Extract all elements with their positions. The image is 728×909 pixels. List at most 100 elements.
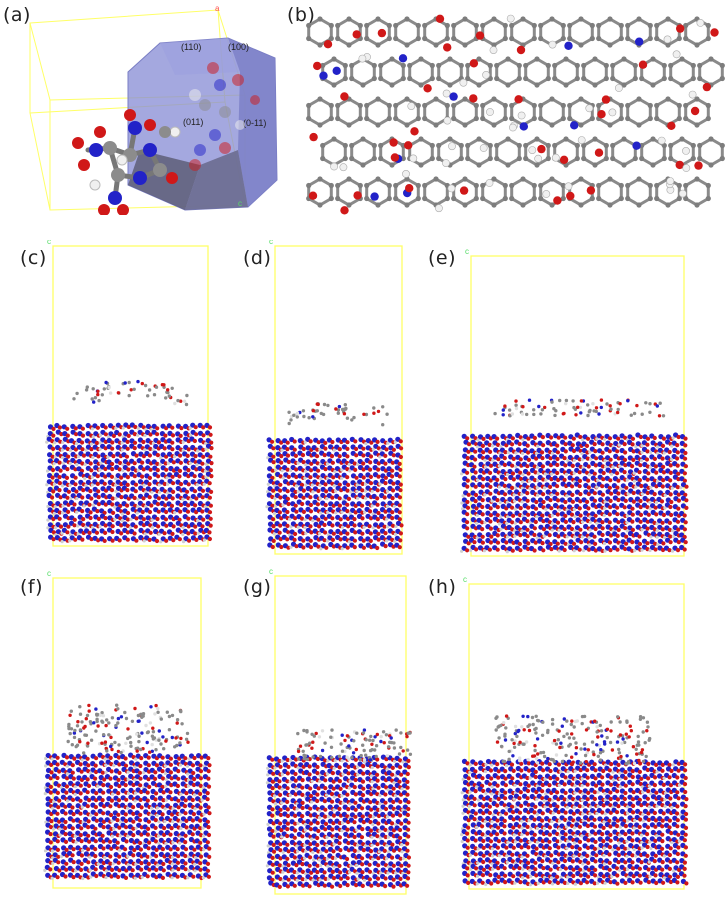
oxygen-atom bbox=[93, 805, 98, 810]
carbon-atom bbox=[378, 155, 384, 162]
hydrogen-atom bbox=[483, 520, 487, 525]
oxygen-atom bbox=[316, 786, 321, 791]
hydrogen-atom bbox=[303, 525, 307, 529]
oxygen-atom bbox=[199, 755, 204, 760]
oxygen-atom bbox=[579, 540, 584, 545]
hydrogen-atom bbox=[385, 517, 389, 521]
oxygen-atom bbox=[153, 776, 158, 781]
oxygen-atom bbox=[323, 530, 328, 535]
hydrogen-atom bbox=[133, 778, 137, 782]
hydrogen-atom bbox=[45, 469, 50, 473]
oxygen-atom bbox=[192, 755, 197, 761]
oxygen-atom bbox=[645, 442, 650, 447]
oxygen-atom bbox=[65, 446, 70, 452]
oxygen-atom bbox=[586, 506, 591, 511]
oxygen-atom bbox=[96, 516, 101, 521]
oxygen-atom bbox=[88, 510, 93, 515]
oxygen-atom bbox=[682, 527, 687, 532]
oxygen-atom bbox=[502, 462, 507, 468]
carbon-atom bbox=[480, 115, 486, 122]
oxygen-atom bbox=[562, 456, 567, 461]
oxygen-atom bbox=[138, 776, 143, 781]
oxygen-atom bbox=[87, 798, 92, 803]
hydrogen-atom bbox=[83, 476, 87, 480]
oxygen-atom bbox=[556, 534, 561, 539]
carbon-atom bbox=[603, 75, 609, 82]
oxygen-atom bbox=[563, 513, 568, 518]
oxygen-atom bbox=[474, 506, 479, 511]
hydrogen-atom bbox=[52, 482, 56, 486]
sheet-atom bbox=[301, 409, 306, 413]
sheet-atom bbox=[101, 733, 106, 737]
hex-ring bbox=[582, 57, 608, 87]
hydrogen-atom bbox=[505, 550, 509, 554]
oxygen-atom bbox=[361, 764, 366, 769]
hydrogen-atom bbox=[136, 468, 140, 472]
oxygen-atom bbox=[473, 457, 478, 462]
oxygen-atom bbox=[301, 531, 306, 536]
oxygen-atom bbox=[178, 502, 184, 508]
oxygen-atom bbox=[510, 520, 515, 525]
oxygen-atom bbox=[466, 541, 471, 546]
carbon-atom bbox=[393, 102, 399, 109]
carbon-atom bbox=[509, 35, 515, 42]
oxygen-atom bbox=[179, 426, 184, 431]
oxygen-atom bbox=[661, 436, 666, 441]
carbon-atom bbox=[683, 22, 689, 29]
oxygen-atom bbox=[132, 495, 137, 501]
hydrogen-atom bbox=[442, 89, 451, 98]
carbon-atom bbox=[331, 136, 337, 142]
axis-letter-c: c bbox=[47, 570, 51, 578]
oxygen-atom bbox=[480, 540, 485, 545]
oxygen-atom bbox=[154, 867, 159, 872]
oxygen-atom bbox=[160, 847, 165, 852]
hydrogen-atom bbox=[550, 522, 555, 526]
oxygen-atom bbox=[526, 541, 531, 546]
hydrogen-atom bbox=[649, 485, 653, 489]
carbon-atom bbox=[545, 142, 551, 149]
oxygen-atom bbox=[559, 155, 569, 164]
sheet-atom bbox=[295, 411, 300, 415]
hydrogen-atom bbox=[614, 84, 623, 92]
oxygen-atom bbox=[200, 488, 206, 493]
hydrogen-atom bbox=[296, 490, 300, 494]
hex-ring bbox=[365, 97, 391, 127]
oxygen-atom bbox=[571, 541, 577, 546]
oxygen-atom bbox=[154, 791, 159, 796]
oxygen-atom bbox=[48, 867, 53, 872]
sheet-atom bbox=[162, 385, 166, 389]
sheet-atom bbox=[104, 723, 108, 728]
oxygen-atom bbox=[518, 470, 523, 475]
carbon-atom bbox=[415, 182, 421, 189]
oxygen-atom bbox=[132, 847, 137, 853]
oxygen-atom bbox=[368, 460, 373, 465]
sheet-atom bbox=[597, 412, 601, 416]
oxygen-atom bbox=[630, 512, 635, 517]
hydrogen-atom bbox=[499, 527, 503, 531]
carbon-atom bbox=[578, 96, 584, 102]
hydrogen-atom bbox=[363, 482, 368, 486]
oxygen-atom bbox=[71, 818, 76, 823]
hydrogen-atom bbox=[150, 490, 154, 494]
hydrogen-atom bbox=[476, 478, 480, 482]
hydrogen-atom bbox=[149, 806, 154, 810]
hydrogen-atom bbox=[120, 512, 125, 516]
carbon-atom bbox=[418, 82, 424, 88]
hydrogen-atom bbox=[288, 758, 293, 763]
oxygen-atom bbox=[316, 524, 322, 529]
carbon-atom bbox=[433, 96, 439, 102]
oxygen-atom bbox=[148, 432, 153, 437]
hydrogen-atom bbox=[295, 787, 299, 791]
carbon-atom bbox=[668, 155, 674, 162]
oxygen-atom bbox=[577, 470, 582, 475]
hydrogen-atom bbox=[363, 510, 367, 514]
hydrogen-atom bbox=[362, 760, 367, 764]
sheet-atom bbox=[175, 721, 179, 725]
hex-ring bbox=[466, 137, 492, 167]
oxygen-atom bbox=[141, 517, 146, 522]
hydrogen-atom bbox=[81, 848, 85, 852]
oxygen-atom bbox=[570, 484, 575, 489]
sheet-atom bbox=[151, 726, 155, 730]
sheet-atom bbox=[92, 400, 96, 404]
sheet-atom bbox=[78, 728, 83, 732]
